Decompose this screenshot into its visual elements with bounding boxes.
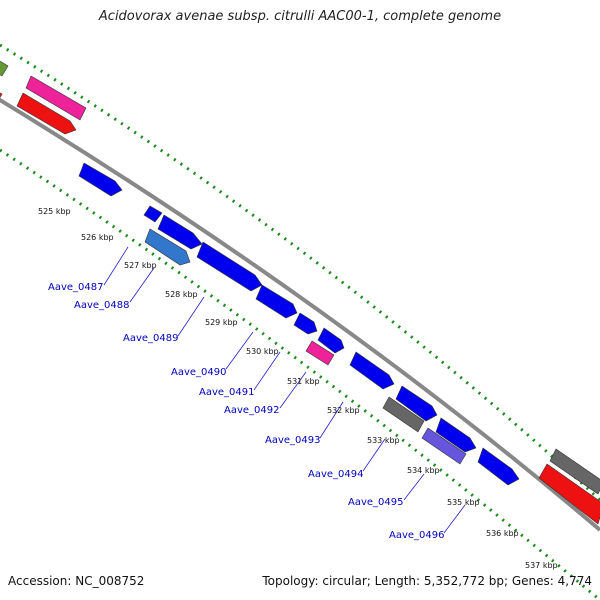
feature-blue-0495[interactable]	[435, 417, 477, 453]
outer-tick-track	[0, 43, 600, 502]
gene-label-aave-0494[interactable]: Aave_0494	[308, 469, 364, 480]
feature-blue-0492[interactable]	[317, 327, 345, 354]
inner-tick-track	[0, 148, 600, 600]
leader-0489	[177, 296, 205, 337]
leader-0490	[225, 331, 254, 370]
feature-blue-0494[interactable]	[395, 385, 438, 422]
scale-label: 533 kbp	[367, 436, 400, 445]
scale-label: 525 kbp	[38, 207, 71, 216]
gene-label-aave-0496[interactable]: Aave_0496	[389, 530, 445, 541]
feature-olive[interactable]	[0, 58, 9, 77]
feature-blue-0487[interactable]	[157, 214, 203, 250]
feature-gray-right[interactable]	[549, 448, 600, 495]
backbone-inner	[0, 106, 600, 538]
scale-label: 532 kbp	[327, 406, 360, 415]
gene-label-aave-0490[interactable]: Aave_0490	[171, 367, 227, 378]
feature-blue-0489[interactable]	[196, 241, 263, 292]
gene-label-aave-0488[interactable]: Aave_0488	[74, 300, 130, 311]
scale-label: 536 kbp	[486, 529, 519, 538]
scale-label: 527 kbp	[124, 261, 157, 270]
scale-label: 530 kbp	[246, 347, 279, 356]
gene-label-aave-0487[interactable]: Aave_0487	[48, 282, 104, 293]
genome-summary-text: Topology: circular; Length: 5,352,772 bp…	[262, 574, 592, 588]
feature-blue-small[interactable]	[143, 205, 163, 223]
scale-label: 535 kbp	[447, 498, 480, 507]
gene-label-aave-0491[interactable]: Aave_0491	[199, 387, 255, 398]
scale-label: 531 kbp	[287, 377, 320, 386]
backbone-outer	[0, 97, 600, 532]
features	[0, 58, 600, 525]
feature-red-right[interactable]	[538, 463, 600, 525]
feature-blue-0491[interactable]	[293, 312, 318, 335]
scale-label: 537 kbp	[525, 561, 558, 570]
leader-0495	[403, 473, 425, 501]
feature-blue-1[interactable]	[78, 162, 123, 197]
gene-label-aave-0495[interactable]: Aave_0495	[348, 497, 404, 508]
accession-text: Accession: NC_008752	[8, 574, 145, 588]
gene-label-aave-0493[interactable]: Aave_0493	[265, 435, 321, 446]
scale-label: 529 kbp	[205, 318, 238, 327]
scale-label: 528 kbp	[165, 290, 198, 299]
gene-label-aave-0489[interactable]: Aave_0489	[123, 333, 179, 344]
gene-labels: Aave_0487 Aave_0488 Aave_0489 Aave_0490 …	[48, 282, 445, 541]
feature-pink-mid[interactable]	[305, 340, 335, 366]
feature-red-edge[interactable]	[0, 91, 3, 101]
feature-lavender[interactable]	[421, 427, 467, 465]
feature-pink-top[interactable]	[25, 75, 87, 121]
feature-blue-0490[interactable]	[255, 284, 298, 319]
leader-0488	[129, 267, 155, 303]
feature-blue-0496[interactable]	[477, 447, 520, 486]
leader-0491	[253, 351, 281, 391]
leader-0492	[279, 371, 307, 409]
feature-red-top[interactable]	[16, 92, 77, 135]
backbone	[0, 97, 600, 538]
leader-0493	[319, 401, 344, 439]
map-title: Acidovorax avenae subsp. citrulli AAC00-…	[98, 9, 502, 24]
gene-label-aave-0492[interactable]: Aave_0492	[224, 405, 280, 416]
tick-tracks	[0, 43, 600, 600]
feature-gray-mid[interactable]	[382, 396, 425, 433]
feature-steel-0488[interactable]	[144, 228, 191, 266]
scale-labels: 525 kbp 526 kbp 527 kbp 528 kbp 529 kbp …	[38, 207, 558, 570]
scale-label: 526 kbp	[81, 233, 114, 242]
leader-0494	[362, 438, 386, 472]
feature-blue-0493[interactable]	[349, 351, 395, 390]
leader-0496	[443, 504, 466, 534]
scale-label: 534 kbp	[407, 466, 440, 475]
label-leaders	[103, 246, 466, 534]
leader-0487	[103, 246, 129, 286]
